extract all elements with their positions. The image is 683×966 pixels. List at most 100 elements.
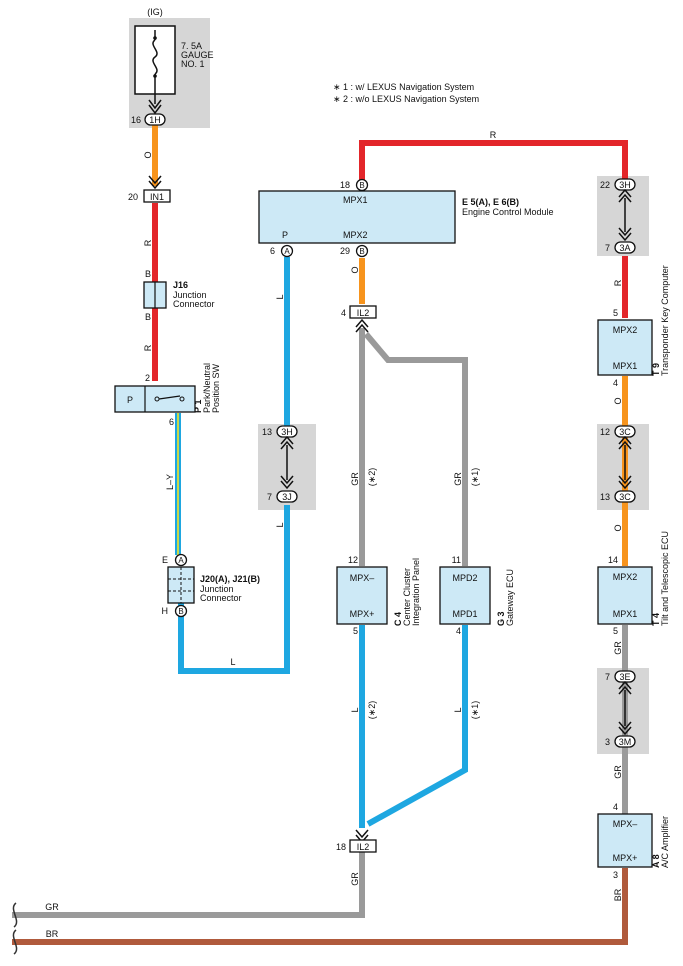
connector-3j [276, 490, 298, 503]
t9-box [597, 319, 653, 376]
svg-text:A/C Amplifier: A/C Amplifier [660, 816, 670, 868]
svg-text:18: 18 [340, 180, 350, 190]
svg-text:MPD2: MPD2 [452, 573, 477, 583]
svg-text:GR: GR [453, 472, 463, 486]
svg-text:3M: 3M [619, 737, 632, 747]
svg-text:6: 6 [169, 417, 174, 427]
svg-text:MPX+: MPX+ [613, 853, 638, 863]
connector-in1 [143, 189, 171, 203]
g3-id: G 3 [496, 611, 506, 626]
connector-b [174, 604, 188, 618]
svg-text:6: 6 [270, 246, 275, 256]
svg-text:3: 3 [613, 870, 618, 880]
svg-text:12: 12 [600, 427, 610, 437]
note-1: ∗ 1 : w/ LEXUS Navigation System [333, 82, 474, 92]
svg-text:MPX–: MPX– [613, 819, 638, 829]
ecm-name: Engine Control Module [462, 207, 554, 217]
svg-text:B: B [359, 247, 364, 256]
svg-text:R: R [143, 239, 153, 246]
svg-text:4: 4 [341, 308, 346, 318]
svg-text:GR: GR [613, 641, 623, 655]
svg-text:3E: 3E [619, 672, 630, 682]
svg-text:B: B [359, 181, 364, 190]
wire-blue-g3-il2 [366, 625, 468, 827]
svg-text:1H: 1H [149, 115, 161, 125]
svg-text:3C: 3C [619, 427, 631, 437]
svg-text:R: R [490, 130, 497, 140]
svg-text:MPX2: MPX2 [613, 572, 638, 582]
svg-text:O: O [143, 151, 153, 158]
svg-text:5: 5 [613, 626, 618, 636]
svg-text:Transponder Key Computer: Transponder Key Computer [660, 265, 670, 376]
svg-text:A: A [178, 556, 184, 565]
connector-a [174, 553, 188, 567]
svg-text:4: 4 [613, 378, 618, 388]
svg-text:Tilt and Telescopic ECU: Tilt and Telescopic ECU [660, 531, 670, 626]
svg-text:3H: 3H [281, 427, 293, 437]
svg-text:Junction: Junction [173, 290, 207, 300]
c4-id: C 4 [393, 612, 403, 626]
wire-grey-il2-g3 [363, 332, 468, 566]
p1-id: P 1 [193, 400, 203, 413]
wire-red-ecm-t9 [359, 140, 628, 180]
svg-text:Gateway ECU: Gateway ECU [505, 569, 515, 626]
svg-text:(∗1): (∗1) [470, 701, 480, 720]
svg-text:4: 4 [613, 802, 618, 812]
svg-text:MPX2: MPX2 [343, 230, 368, 240]
fuse-name-2: NO. 1 [181, 59, 205, 69]
break-mark-gr [12, 902, 18, 928]
svg-text:Position SW: Position SW [211, 363, 221, 413]
svg-text:MPX–: MPX– [350, 573, 375, 583]
svg-text:(∗2): (∗2) [367, 701, 377, 720]
svg-text:(∗1): (∗1) [470, 468, 480, 487]
note-2: ∗ 2 : w/o LEXUS Navigation System [333, 94, 479, 104]
svg-text:11: 11 [452, 555, 461, 565]
svg-text:7: 7 [605, 243, 610, 253]
svg-text:13: 13 [262, 427, 272, 437]
svg-text:MPD1: MPD1 [452, 609, 477, 619]
svg-text:O: O [613, 524, 623, 531]
connector-3c-bottom [614, 490, 636, 503]
svg-text:(∗2): (∗2) [367, 468, 377, 487]
svg-text:7: 7 [605, 672, 610, 682]
svg-text:L: L [275, 522, 285, 527]
switch-icon [158, 395, 181, 400]
svg-text:MPX1: MPX1 [613, 609, 638, 619]
svg-text:B: B [145, 269, 151, 279]
svg-text:B: B [178, 607, 183, 616]
svg-text:Integration Panel: Integration Panel [411, 558, 421, 626]
svg-text:GR: GR [350, 472, 360, 486]
svg-text:GR: GR [613, 765, 623, 779]
j20-id: J20(A), J21(B) [200, 574, 260, 584]
svg-text:3: 3 [605, 737, 610, 747]
svg-text:MPX1: MPX1 [613, 361, 638, 371]
svg-text:3A: 3A [619, 243, 630, 253]
svg-text:13: 13 [600, 492, 610, 502]
t4-id: T 4 [651, 613, 661, 626]
svg-text:5: 5 [353, 626, 358, 636]
fuse-pin: 16 [131, 115, 141, 125]
svg-text:MPX1: MPX1 [343, 195, 368, 205]
svg-text:18: 18 [336, 842, 346, 852]
fuse-name-1: GAUGE [181, 50, 214, 60]
svg-text:P: P [127, 395, 133, 405]
svg-text:14: 14 [608, 555, 618, 565]
svg-text:Connector: Connector [173, 299, 215, 309]
male-terminal-icon [148, 99, 162, 115]
svg-text:BR: BR [613, 888, 623, 901]
svg-text:O: O [613, 397, 623, 404]
svg-text:IL2: IL2 [357, 842, 370, 852]
j16-id: J16 [173, 280, 188, 290]
a8-id: A 8 [651, 854, 661, 868]
svg-text:5: 5 [613, 308, 618, 318]
svg-text:MPX+: MPX+ [350, 609, 375, 619]
a8-box [597, 813, 653, 868]
svg-text:O: O [350, 266, 360, 273]
in1-terminal-icon [148, 175, 162, 190]
ecm-id: E 5(A), E 6(B) [462, 197, 519, 207]
svg-text:GR: GR [350, 872, 360, 886]
break-mark-br [12, 929, 18, 955]
in1-pin: 20 [128, 192, 138, 202]
wire-brown-bus [12, 868, 628, 945]
